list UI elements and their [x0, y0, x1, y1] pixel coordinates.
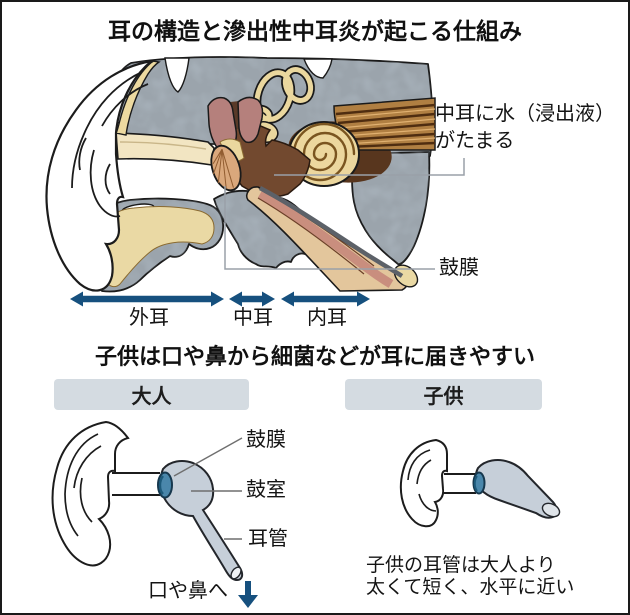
child-ear-diagram [399, 438, 561, 528]
adult-badge: 大人 [54, 379, 249, 410]
child-caption: 子供の耳管は大人より 太くて短く、水平に近い [366, 555, 574, 599]
eardrum-callout-top: 鼓膜 [439, 257, 479, 279]
adult-leader-lines [173, 437, 243, 540]
adult-ear-canal [112, 472, 160, 496]
adult-tympanic-cavity-drawing [159, 460, 244, 582]
region-label-outer-ear: 外耳 [129, 307, 169, 329]
outer-ear-pinna-drawing [45, 59, 154, 292]
region-label-inner-ear: 内耳 [307, 307, 347, 329]
adult-label-eustachian-tube: 耳管 [248, 528, 288, 550]
region-range-arrows [70, 291, 370, 307]
effusion-callout: 中耳に水（浸出液） がたまる [435, 101, 615, 155]
adult-label-eardrum: 鼓膜 [246, 429, 286, 451]
ossicles-drawing [207, 96, 264, 163]
adult-tube-opening [230, 566, 242, 580]
inner-ear-range-arrow [281, 291, 370, 307]
child-pinna-detail [407, 449, 437, 512]
down-arrow-icon [238, 581, 258, 608]
leader-lines-top [224, 158, 465, 270]
child-caption-line2: 太くて短く、水平に近い [366, 577, 575, 598]
adult-pinna-drawing [51, 420, 130, 567]
auditory-nerve-drawing [333, 97, 436, 151]
eardrum-drawing [210, 144, 242, 192]
section1-title: 耳の構造と滲出性中耳炎が起こる仕組み [108, 18, 522, 44]
section2-title: 子供は口や鼻から細菌などが耳に届きやすい [94, 344, 535, 369]
effusion-callout-line1: 中耳に水（浸出液） [435, 103, 615, 125]
adult-eardrum-drawing [157, 471, 173, 499]
adult-label-tympanic-cavity: 鼓室 [246, 479, 286, 501]
child-ear-canal [444, 473, 476, 495]
child-eardrum-drawing [472, 471, 486, 495]
effusion-callout-line2: がたまる [435, 130, 515, 152]
child-caption-line1: 子供の耳管は大人より [366, 555, 556, 576]
child-pinna-drawing [399, 438, 448, 528]
child-badge: 子供 [345, 379, 542, 410]
outer-ear-range-arrow [70, 291, 224, 307]
adult-label-to-mouth-nose: 口や鼻へ [148, 580, 228, 602]
child-tube-opening [541, 502, 561, 518]
middle-ear-range-arrow [229, 291, 275, 307]
top-ear-cross-section [45, 56, 465, 307]
adult-pinna-detail [64, 433, 102, 537]
adult-ear-diagram [51, 420, 258, 608]
region-label-middle-ear: 中耳 [233, 307, 273, 329]
